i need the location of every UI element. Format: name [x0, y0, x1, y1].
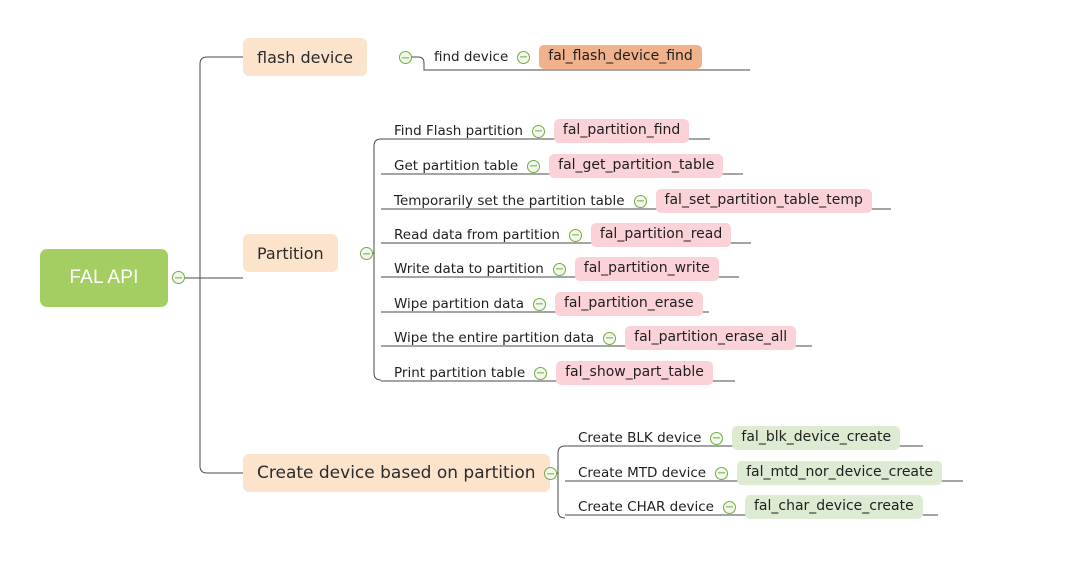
leaf-label: Get partition table	[394, 158, 519, 174]
leaf-label: Print partition table	[394, 365, 526, 381]
leaf-row-show-part-table[interactable]: Print partition table fal_show_part_tabl…	[394, 360, 713, 386]
collapse-minus-icon-partition-read[interactable]	[568, 228, 582, 242]
leaf-label: Wipe the entire partition data	[394, 330, 595, 346]
leaf-row-set-partition-table-temp[interactable]: Temporarily set the partition table fal_…	[394, 188, 872, 214]
collapse-minus-icon-set-partition-table-temp[interactable]	[633, 194, 647, 208]
api-badge[interactable]: fal_partition_read	[590, 223, 732, 247]
leaf-row-find-device[interactable]: find device fal_flash_device_find	[434, 44, 702, 70]
root-node-fal-api[interactable]: FAL API	[40, 249, 168, 307]
collapse-minus-icon-mtd-device-create[interactable]	[715, 466, 729, 480]
branch-node-partition[interactable]: Partition	[243, 234, 338, 272]
collapse-minus-icon-flash-device[interactable]	[399, 51, 412, 64]
collapse-minus-icon-get-partition-table[interactable]	[527, 159, 541, 173]
api-badge[interactable]: fal_set_partition_table_temp	[655, 189, 872, 213]
collapse-minus-icon-find-device[interactable]	[517, 50, 531, 64]
collapse-minus-icon-blk-device-create[interactable]	[710, 431, 724, 445]
leaf-label: Create BLK device	[578, 430, 702, 446]
api-badge[interactable]: fal_partition_write	[574, 257, 719, 281]
branch-node-label: Partition	[257, 243, 324, 263]
leaf-label: Temporarily set the partition table	[394, 193, 625, 209]
branch-node-label: flash device	[257, 47, 353, 67]
leaf-row-mtd-device-create[interactable]: Create MTD device fal_mtd_nor_device_cre…	[578, 460, 943, 486]
leaf-row-partition-erase[interactable]: Wipe partition data fal_partition_erase	[394, 291, 703, 317]
leaf-label: Find Flash partition	[394, 123, 523, 139]
leaf-label: Write data to partition	[394, 261, 544, 277]
api-badge[interactable]: fal_get_partition_table	[549, 154, 724, 178]
leaf-label: Wipe partition data	[394, 296, 524, 312]
api-badge[interactable]: fal_partition_find	[553, 119, 690, 143]
collapse-minus-icon-partition-erase-all[interactable]	[603, 331, 617, 345]
api-badge[interactable]: fal_partition_erase	[554, 292, 703, 316]
leaf-label: Create MTD device	[578, 465, 707, 481]
api-badge[interactable]: fal_blk_device_create	[732, 426, 901, 450]
root-node-label: FAL API	[69, 267, 139, 288]
branch-node-label: Create device based on partition	[257, 463, 536, 483]
api-badge[interactable]: fal_mtd_nor_device_create	[737, 461, 943, 485]
leaf-label: Read data from partition	[394, 227, 560, 243]
leaf-row-get-partition-table[interactable]: Get partition table fal_get_partition_ta…	[394, 153, 724, 179]
leaf-row-char-device-create[interactable]: Create CHAR device fal_char_device_creat…	[578, 494, 923, 520]
api-badge[interactable]: fal_show_part_table	[556, 361, 713, 385]
collapse-minus-icon-create-device[interactable]	[544, 467, 557, 480]
collapse-minus-icon-char-device-create[interactable]	[722, 500, 736, 514]
branch-node-flash-device[interactable]: flash device	[243, 38, 367, 76]
collapse-minus-icon-partition-erase[interactable]	[532, 297, 546, 311]
api-badge[interactable]: fal_partition_erase_all	[625, 326, 797, 350]
leaf-row-blk-device-create[interactable]: Create BLK device fal_blk_device_create	[578, 425, 901, 451]
collapse-minus-icon-partition[interactable]	[360, 247, 373, 260]
collapse-minus-icon-partition-write[interactable]	[552, 262, 566, 276]
branch-node-create-device[interactable]: Create device based on partition	[243, 454, 550, 492]
leaf-label: Create CHAR device	[578, 499, 714, 515]
collapse-minus-icon-root[interactable]	[172, 271, 185, 284]
api-badge[interactable]: fal_char_device_create	[744, 495, 923, 519]
leaf-row-partition-read[interactable]: Read data from partition fal_partition_r…	[394, 222, 732, 248]
collapse-minus-icon-show-part-table[interactable]	[534, 366, 548, 380]
api-badge[interactable]: fal_flash_device_find	[539, 45, 702, 69]
leaf-label: find device	[434, 49, 509, 65]
leaf-row-partition-write[interactable]: Write data to partition fal_partition_wr…	[394, 256, 719, 282]
collapse-minus-icon-partition-find[interactable]	[531, 124, 545, 138]
leaf-row-partition-find[interactable]: Find Flash partition fal_partition_find	[394, 118, 690, 144]
leaf-row-partition-erase-all[interactable]: Wipe the entire partition data fal_parti…	[394, 325, 797, 351]
